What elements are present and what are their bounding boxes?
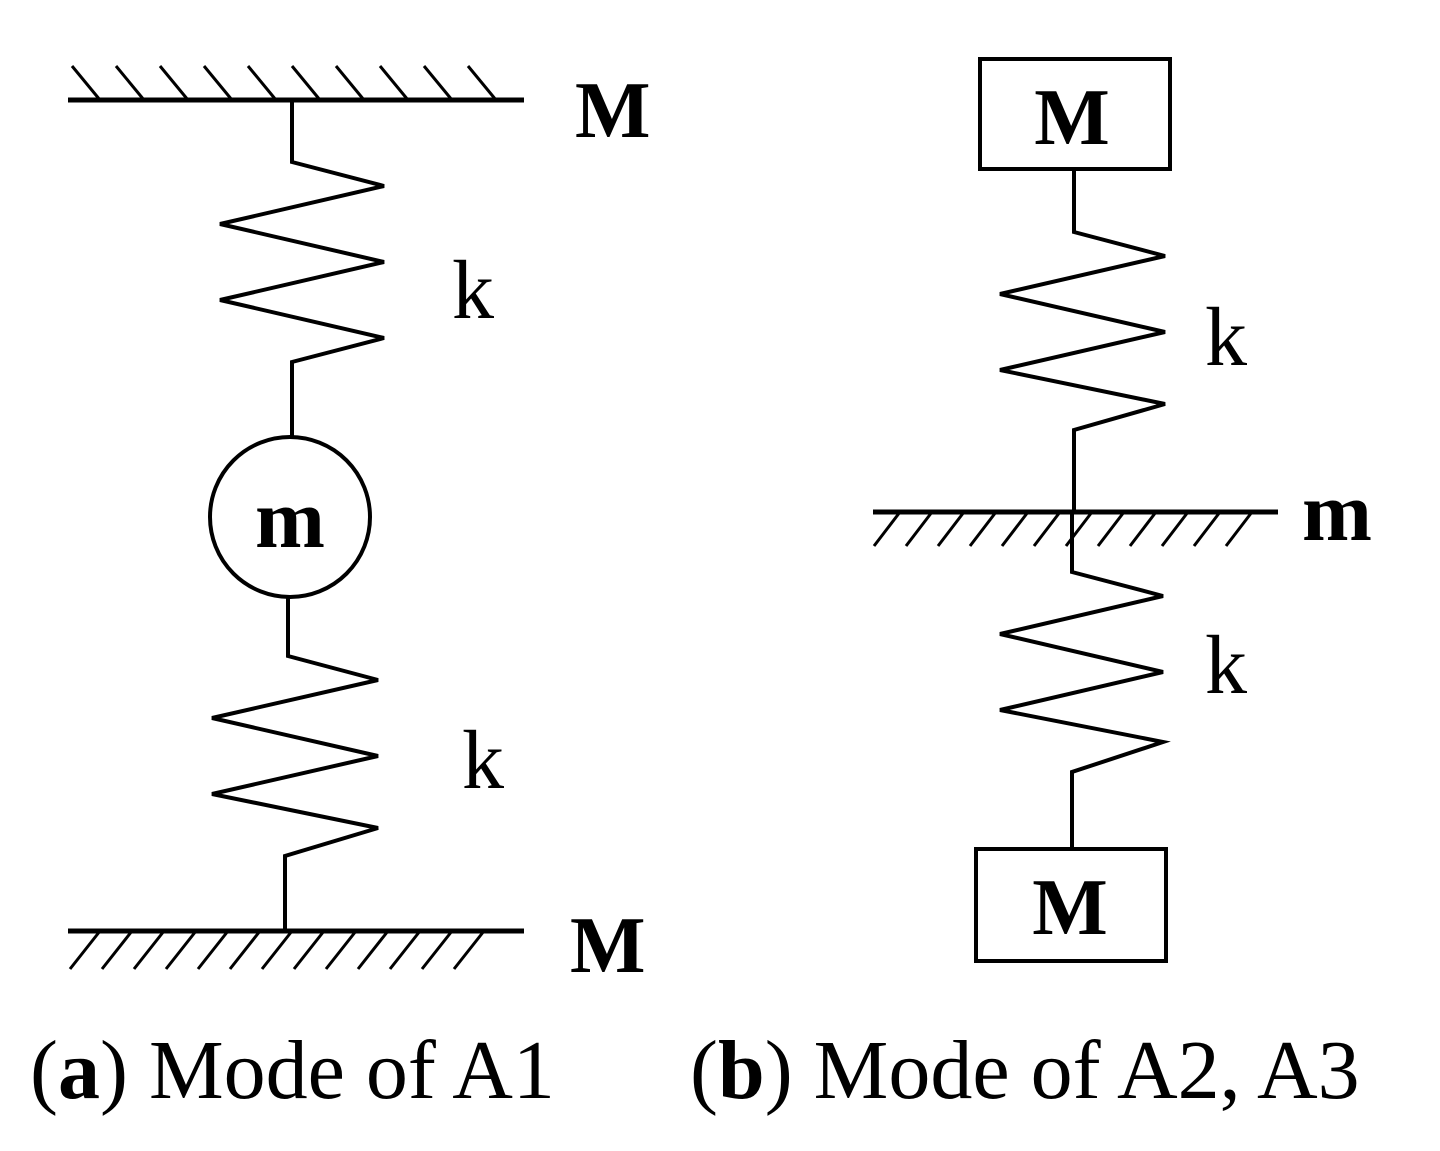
hatch-mark	[420, 930, 454, 970]
panel-a: M k m k M (a) Mode of A1	[30, 65, 651, 1117]
hatch-mark	[1192, 511, 1222, 547]
hatch-mark	[246, 65, 278, 101]
panel-a-caption-open: (	[30, 1024, 58, 1117]
hatch-mark	[70, 65, 102, 101]
hatch-mark	[422, 65, 454, 101]
panel-b-caption: (b) Mode of A2, A3	[690, 1024, 1360, 1117]
panel-a-lower-spring	[211, 595, 379, 933]
panel-b-bottom-mass-box	[974, 847, 1168, 963]
panel-b-upper-spring-label: k	[1205, 291, 1247, 384]
hatch-mark	[196, 930, 230, 970]
hatch-mark	[228, 930, 262, 970]
panel-a-bottom-mass-label: M	[570, 902, 646, 990]
hatch-mark	[68, 930, 102, 970]
hatch-mark	[292, 930, 326, 970]
hatch-mark	[1000, 511, 1030, 547]
panel-b-middle-ground	[872, 509, 1278, 547]
hatch-mark	[158, 65, 190, 101]
panel-b-lower-spring-label: k	[1205, 619, 1247, 712]
hatch-mark	[132, 930, 166, 970]
panel-a-upper-spring	[219, 98, 385, 438]
hatch-mark	[114, 65, 146, 101]
hatch-mark	[100, 930, 134, 970]
panel-a-top-ground	[68, 65, 524, 103]
panel-b-caption-text: ) Mode of A2, A3	[765, 1024, 1360, 1117]
hatch-mark	[378, 65, 410, 101]
panel-b-caption-letter: b	[718, 1024, 765, 1117]
hatch-mark	[1224, 511, 1254, 547]
hatch-mark	[324, 930, 358, 970]
hatch-mark	[936, 511, 966, 547]
hatch-mark	[1096, 511, 1126, 547]
panel-b-upper-spring	[999, 167, 1166, 514]
hatch-mark	[904, 511, 934, 547]
hatch-mark	[334, 65, 366, 101]
hatch-mark	[466, 65, 498, 101]
hatch-mark	[1128, 511, 1158, 547]
hatch-mark	[968, 511, 998, 547]
panel-a-top-mass-label: M	[575, 67, 651, 155]
panel-b-lower-spring	[999, 510, 1171, 851]
panel-b-middle-mass-label: m	[1302, 466, 1372, 559]
panel-a-middle-mass-label: m	[255, 473, 325, 566]
panel-b: M k m k M (b) Mode of A2, A3	[690, 57, 1372, 1117]
panel-a-bottom-ground	[68, 928, 524, 970]
panel-a-caption-letter: a	[58, 1024, 100, 1117]
panel-b-bottom-mass-label: M	[1032, 864, 1108, 952]
hatch-mark	[260, 930, 294, 970]
panel-b-caption-open: (	[690, 1024, 718, 1117]
hatch-mark	[872, 511, 902, 547]
hatch-mark	[202, 65, 234, 101]
panel-a-caption-text: ) Mode of A1	[100, 1024, 555, 1117]
hatch-mark	[164, 930, 198, 970]
panel-a-caption: (a) Mode of A1	[30, 1024, 555, 1117]
hatch-mark	[452, 930, 486, 970]
hatch-mark	[1064, 511, 1094, 547]
panel-a-lower-spring-label: k	[462, 714, 504, 807]
hatch-mark	[290, 65, 322, 101]
hatch-mark	[356, 930, 390, 970]
panel-a-upper-spring-label: k	[452, 244, 494, 337]
panel-b-top-mass-label: M	[1034, 74, 1110, 162]
hatch-mark	[388, 930, 422, 970]
hatch-mark	[1032, 511, 1062, 547]
hatch-mark	[1160, 511, 1190, 547]
